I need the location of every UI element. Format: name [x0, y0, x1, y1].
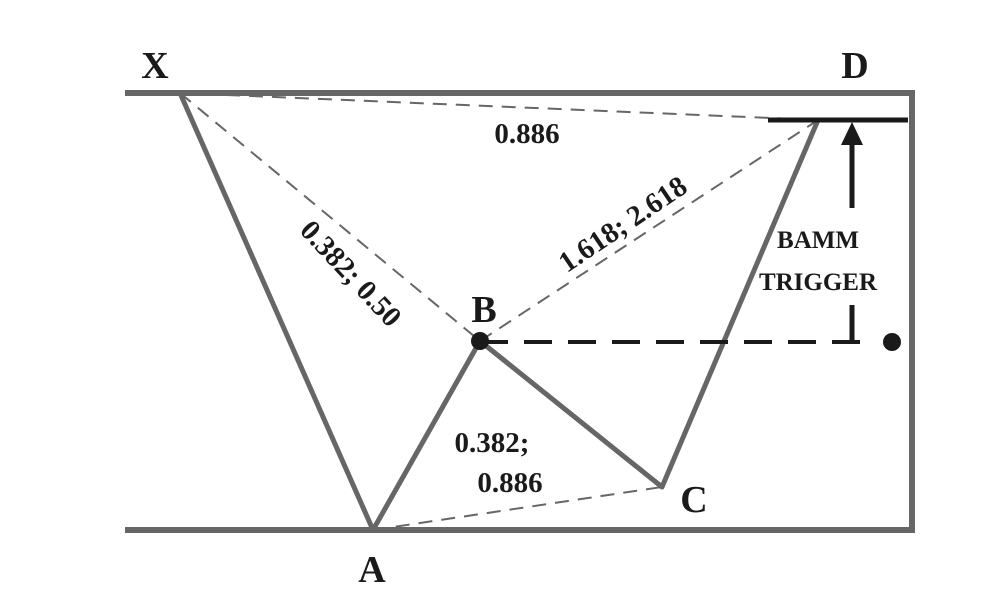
point-a-label: A [358, 549, 386, 591]
bd-ratio-label: 1.618; 2.618 [553, 170, 693, 279]
point-c-label: C [680, 479, 707, 521]
ac-ratio-line [372, 486, 663, 531]
b-point-dot [471, 332, 489, 350]
trigger-label-line2: TRIGGER [759, 269, 878, 296]
trigger-arrow-head [841, 122, 863, 145]
trigger-label-line1: BAMM [777, 227, 859, 254]
point-b-label: B [471, 289, 496, 331]
xd-ratio-label: 0.886 [494, 118, 559, 150]
xb-ratio-line [179, 92, 481, 342]
abc-ratio-label-line1: 0.382; [455, 427, 530, 459]
trigger-dot [883, 333, 901, 351]
xab-ratio-label: 0.382; 0.50 [294, 214, 408, 333]
abc-ratio-label-line2: 0.886 [477, 467, 542, 499]
bd-ratio-line [479, 119, 819, 342]
point-x-label: X [141, 45, 168, 87]
xd-ratio-line [179, 92, 819, 121]
pattern-legs [177, 91, 821, 533]
frame [125, 90, 915, 533]
point-d-label: D [841, 45, 868, 87]
